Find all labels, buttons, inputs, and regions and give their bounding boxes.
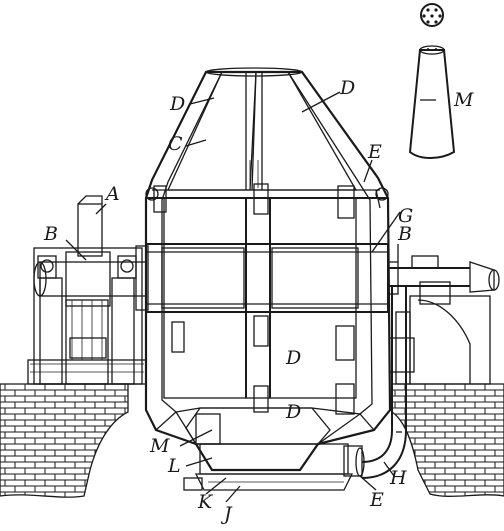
brick-foundation-right [391, 383, 504, 497]
label-b-right: B [397, 223, 412, 245]
trunnion-ring-g [135, 243, 399, 313]
label-d-middle: D [285, 347, 301, 369]
converter-nose-cone [166, 67, 358, 191]
label-e-upper: E [367, 141, 382, 163]
wind-box [183, 443, 365, 491]
converter-barrel [163, 197, 357, 399]
label-m-nozzle: M [453, 89, 474, 111]
tuyere-nozzle-end-view [420, 3, 444, 27]
label-d-top-right: D [339, 77, 355, 99]
label-d-top-left: D [169, 93, 185, 115]
trunnion-shaft-left [33, 251, 151, 307]
left-trunnion-pedestal [27, 247, 147, 385]
leader-lines [65, 91, 436, 503]
label-l: L [167, 455, 181, 477]
right-trunnion-pedestal [395, 281, 491, 385]
tuyere-nozzle [408, 45, 456, 159]
label-k: K [197, 491, 214, 513]
brick-foundation-left [0, 383, 129, 498]
wind-pipe-right [361, 255, 500, 479]
barrel-clips [171, 315, 355, 415]
gear-pinion-a [77, 195, 103, 257]
label-g: G [398, 205, 413, 227]
label-c: C [168, 133, 183, 155]
label-j: J [220, 503, 233, 525]
label-e-lower: E [369, 489, 384, 511]
label-m-bottom: M [149, 435, 170, 457]
label-b-left: B [43, 223, 58, 245]
label-d-lower: D [285, 401, 301, 423]
label-h: H [389, 467, 407, 489]
label-a: A [104, 183, 120, 205]
